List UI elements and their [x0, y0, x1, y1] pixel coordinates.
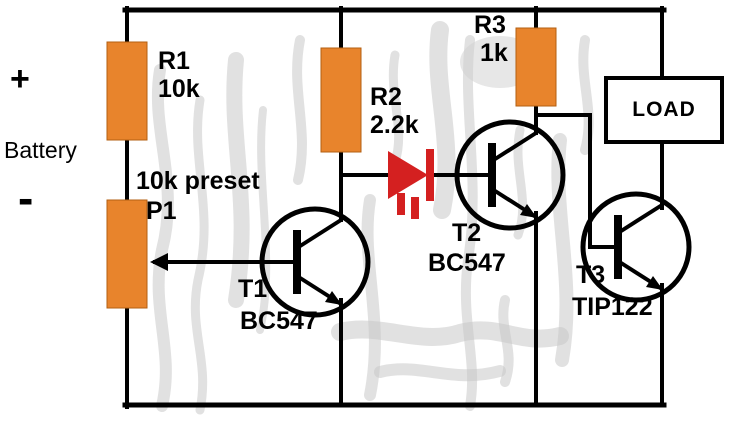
- transistor-t1: [259, 206, 371, 318]
- resistor-r2: [320, 47, 362, 153]
- transistor-t3-emitter-arrow-icon: [646, 276, 663, 290]
- transistor-t1-collector: [295, 218, 343, 250]
- led-mark-1: [397, 193, 405, 215]
- transistor-t3: [580, 191, 692, 303]
- label-r1-value: 10k: [158, 75, 200, 103]
- resistor-r1: [106, 41, 148, 141]
- label-t3-ref: T3: [576, 261, 606, 289]
- label-r3-value: 1k: [480, 39, 508, 67]
- label-r2-ref: R2: [370, 83, 402, 111]
- load-box: LOAD: [604, 76, 724, 144]
- transistor-t1-emitter-arrow-icon: [325, 291, 342, 305]
- label-battery-plus: +: [10, 60, 30, 98]
- transistor-t2-collector: [490, 131, 538, 163]
- label-t3-part: TIP122: [572, 293, 653, 321]
- transistor-t2-body: [454, 119, 566, 231]
- label-t1-ref: T1: [238, 275, 268, 303]
- label-t2-part: BC547: [428, 249, 506, 277]
- label-r1-ref: R1: [158, 47, 190, 75]
- load-label: LOAD: [632, 98, 696, 121]
- transistor-t3-body: [580, 191, 692, 303]
- led-cathode-bar: [426, 149, 434, 201]
- label-p1-value: 10k preset: [136, 167, 260, 195]
- resistor-r3: [515, 27, 557, 107]
- transistor-t2: [454, 119, 566, 231]
- label-r2-value: 2.2k: [370, 111, 419, 139]
- transistor-t1-body: [259, 206, 371, 318]
- led-mark-2: [411, 197, 419, 219]
- label-battery: Battery: [4, 137, 77, 163]
- label-p1-ref: P1: [146, 197, 177, 225]
- transistor-t3-collector: [616, 203, 664, 235]
- label-battery-minus: -: [18, 172, 34, 224]
- led-icon: [388, 149, 434, 219]
- led-triangle: [388, 151, 428, 199]
- wiper-arrow-icon: [150, 253, 168, 271]
- preset-p1: [106, 199, 148, 309]
- label-t2-ref: T2: [452, 219, 482, 247]
- transistor-t2-emitter-arrow-icon: [520, 204, 537, 218]
- label-r3-ref: R3: [474, 11, 506, 39]
- label-t1-part: BC547: [240, 307, 318, 335]
